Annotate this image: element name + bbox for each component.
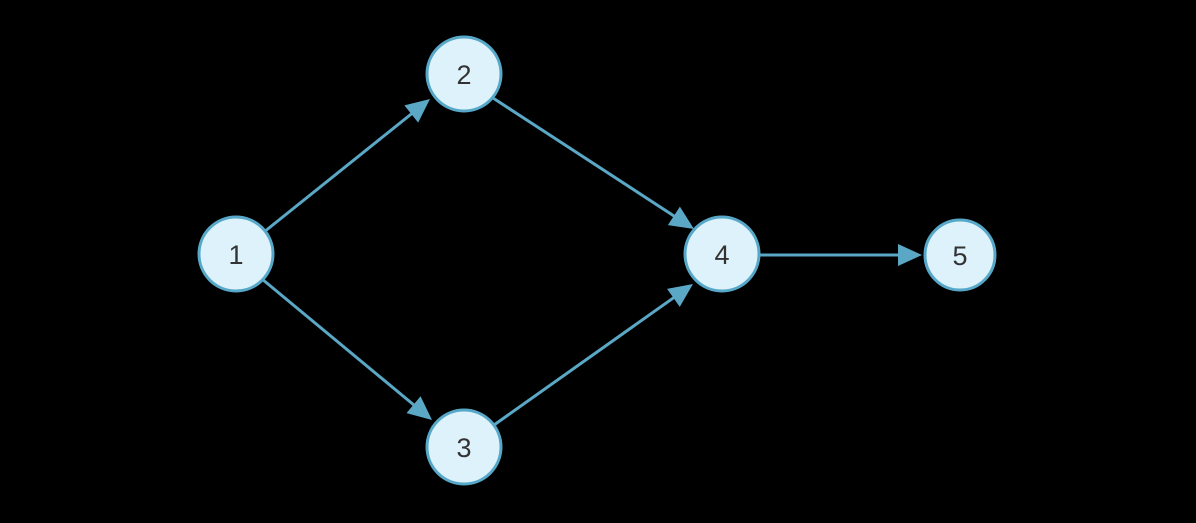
node-4[interactable]: 4 — [683, 215, 761, 293]
node-label: 3 — [456, 433, 471, 463]
node-2[interactable]: 2 — [425, 35, 503, 113]
node-label: 5 — [952, 241, 967, 271]
node-label: 1 — [228, 240, 243, 270]
edge-line — [261, 277, 418, 409]
node-circle — [197, 215, 275, 293]
arrow-head-icon — [898, 244, 922, 266]
nodes-layer: 1 2 3 4 5 — [197, 35, 997, 486]
edge-line — [263, 110, 416, 234]
node-label: 2 — [456, 60, 471, 90]
arrow-head-icon — [406, 396, 432, 420]
edge-3-to-4[interactable] — [493, 284, 693, 427]
edge-line — [493, 294, 678, 427]
arrow-head-icon — [404, 99, 430, 123]
arrow-head-icon — [667, 284, 693, 307]
edge-4-to-5[interactable] — [760, 244, 922, 266]
edge-1-to-2[interactable] — [263, 99, 430, 234]
node-3[interactable]: 3 — [425, 408, 503, 486]
node-circle — [425, 408, 503, 486]
node-1[interactable]: 1 — [197, 215, 275, 293]
edges-layer — [261, 96, 922, 427]
node-circle — [923, 218, 997, 292]
edge-line — [492, 96, 679, 220]
node-label: 4 — [714, 240, 729, 270]
node-circle — [683, 215, 761, 293]
edge-2-to-4[interactable] — [492, 96, 694, 229]
arrow-head-icon — [667, 206, 694, 229]
node-circle — [425, 35, 503, 113]
node-5[interactable]: 5 — [923, 218, 997, 292]
edge-1-to-3[interactable] — [261, 277, 432, 420]
